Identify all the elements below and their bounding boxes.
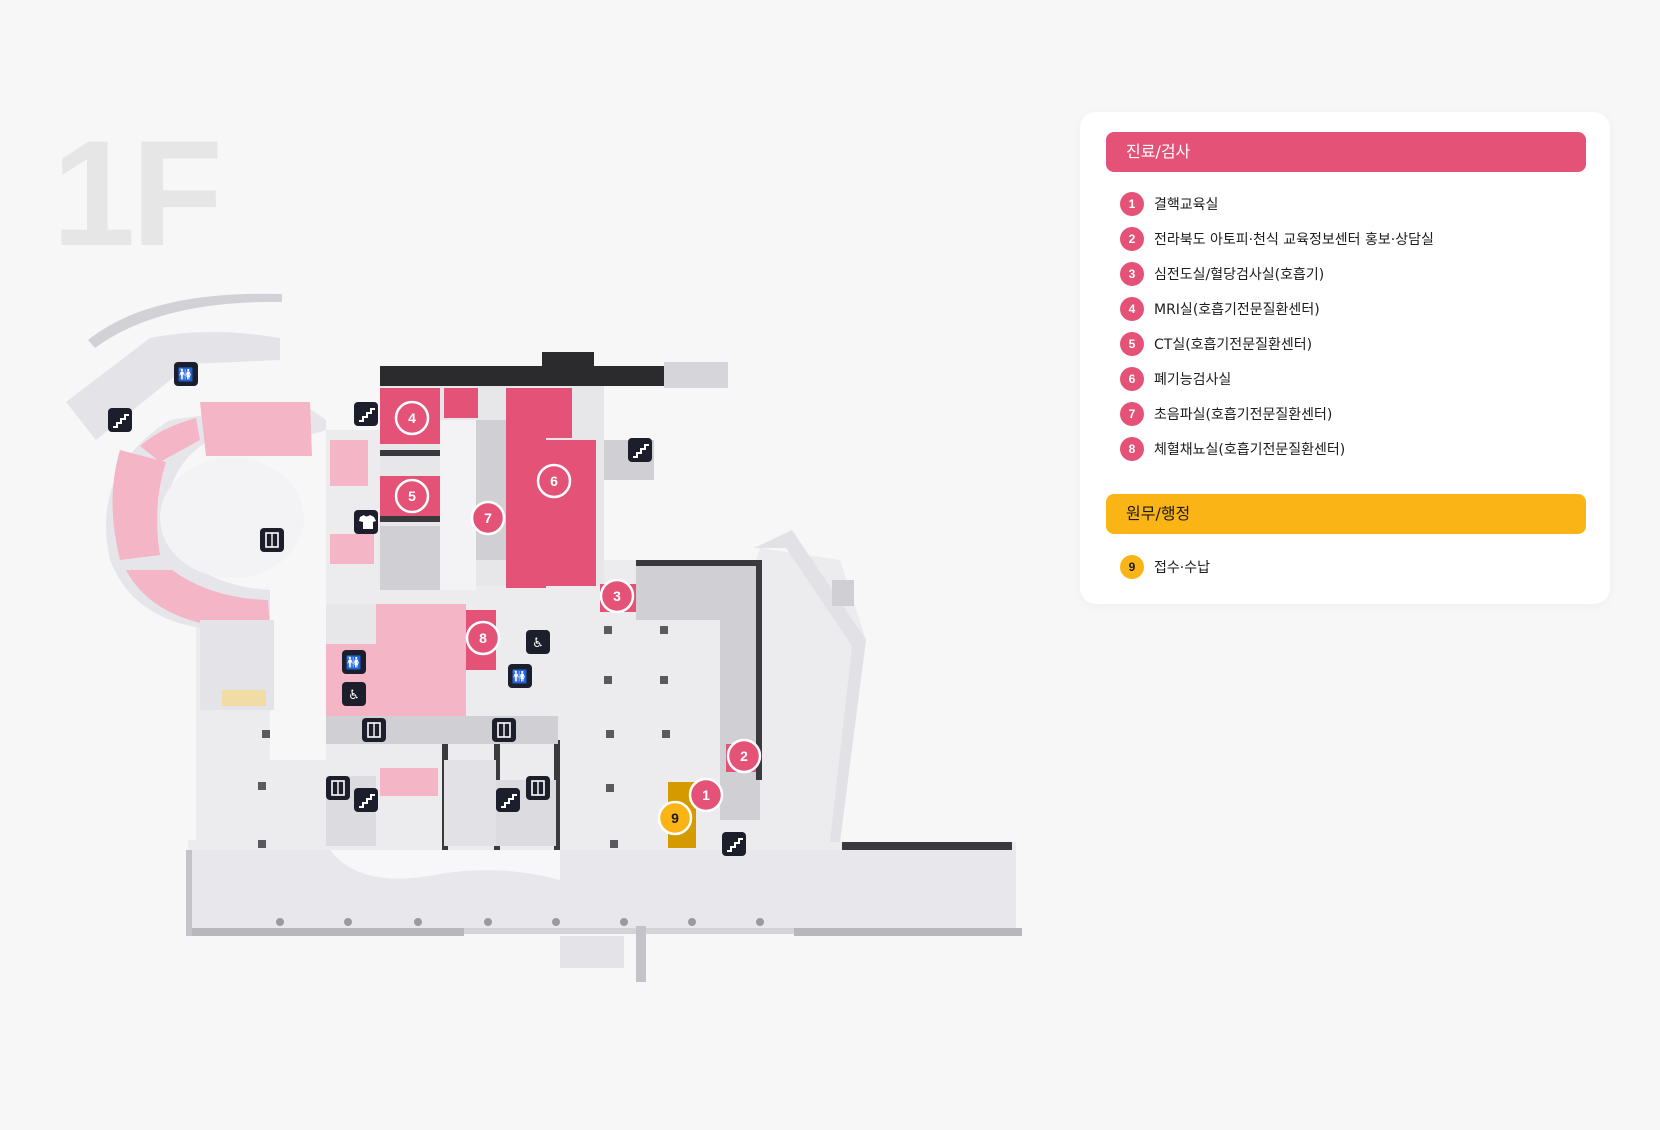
legend-label: 폐기능검사실 [1154,371,1232,388]
stairs-icon [628,438,652,462]
legend-item[interactable]: 3 심전도실/혈당검사실(호흡기) [1120,256,1434,291]
stairs-icon [354,402,378,426]
marker-number: 4 [408,410,416,426]
location-marker-4[interactable]: 4 [394,400,430,436]
legend-label: 체혈채뇨실(호흡기전문질환센터) [1154,441,1346,458]
legend-number-badge: 8 [1120,436,1144,461]
elevator-icon [326,776,350,800]
location-marker-8[interactable]: 8 [465,620,501,656]
location-marker-3[interactable]: 3 [599,578,635,614]
location-marker-1[interactable]: 1 [688,777,724,813]
marker-number: 9 [671,810,679,826]
legend-item[interactable]: 7 초음파실(호흡기전문질환센터) [1120,396,1434,431]
elevator-icon [492,718,516,742]
svg-text:♿: ♿ [532,636,544,651]
legend-item[interactable]: 1 결핵교육실 [1120,186,1434,221]
svg-text:🚻: 🚻 [346,655,362,671]
legend-label: 결핵교육실 [1154,196,1219,213]
legend-number-badge: 4 [1120,296,1144,321]
legend-item[interactable]: 8 체혈채뇨실(호흡기전문질환센터) [1120,431,1434,466]
legend-number-badge: 7 [1120,401,1144,426]
stairs-icon [108,408,132,432]
legend-number-badge: 9 [1120,554,1144,579]
legend-label: CT실(호흡기전문질환센터) [1154,336,1313,353]
legend-label: 심전도실/혈당검사실(호흡기) [1154,266,1325,283]
restroom-icon: 🚻 [508,664,532,688]
legend-item[interactable]: 5 CT실(호흡기전문질환센터) [1120,326,1434,361]
stairs-icon [354,788,378,812]
location-marker-9[interactable]: 9 [657,800,693,836]
floor-label: 1F [52,109,223,277]
stairs-icon [722,832,746,856]
wheelchair-icon: ♿ [342,682,366,706]
legend-number-badge: 1 [1120,191,1144,216]
legend-item[interactable]: 6 폐기능검사실 [1120,361,1434,396]
marker-number: 8 [479,630,487,646]
legend-number-badge: 6 [1120,366,1144,391]
svg-text:🚻: 🚻 [512,669,528,685]
category-header-admin: 원무/행정 [1106,494,1586,534]
marker-number: 5 [408,488,416,504]
elevator-icon [362,718,386,742]
elevator-icon [260,528,284,552]
marker-number: 3 [613,588,621,604]
marker-number: 6 [550,473,558,489]
legend-label: 초음파실(호흡기전문질환센터) [1154,406,1333,423]
legend-item[interactable]: 4 MRI실(호흡기전문질환센터) [1120,291,1434,326]
floor-map: 🚻 🚻 🚻 [66,293,1022,982]
marker-number: 7 [484,510,492,526]
legend-number-badge: 2 [1120,226,1144,251]
restroom-icon: 🚻 [342,650,366,674]
svg-text:♿: ♿ [348,688,360,703]
category-header-exam: 진료/검사 [1106,132,1586,172]
legend-item[interactable]: 2 전라북도 아토피·천식 교육정보센터 홍보·상담실 [1120,221,1434,256]
legend-list-exam: 1 결핵교육실 2 전라북도 아토피·천식 교육정보센터 홍보·상담실 3 심전도실/혈당… [1120,186,1434,466]
marker-number: 1 [702,787,710,803]
legend-label: 접수·수납 [1154,559,1210,576]
svg-text:🚻: 🚻 [178,367,194,383]
legend-label: 전라북도 아토피·천식 교육정보센터 홍보·상담실 [1154,231,1434,248]
location-marker-2[interactable]: 2 [726,738,762,774]
legend-number-badge: 3 [1120,261,1144,286]
legend-list-admin: 9 접수·수납 [1120,549,1210,584]
location-marker-5[interactable]: 5 [394,478,430,514]
legend-number-badge: 5 [1120,331,1144,356]
restroom-icon: 🚻 [174,362,198,386]
elevator-icon [526,776,550,800]
wheelchair-icon: ♿ [526,630,550,654]
clothing-icon [354,510,378,534]
location-marker-6[interactable]: 6 [536,463,572,499]
legend-item[interactable]: 9 접수·수납 [1120,549,1210,584]
legend-label: MRI실(호흡기전문질환센터) [1154,301,1320,318]
location-marker-7[interactable]: 7 [470,500,506,536]
marker-number: 2 [740,748,748,764]
stairs-icon [496,788,520,812]
